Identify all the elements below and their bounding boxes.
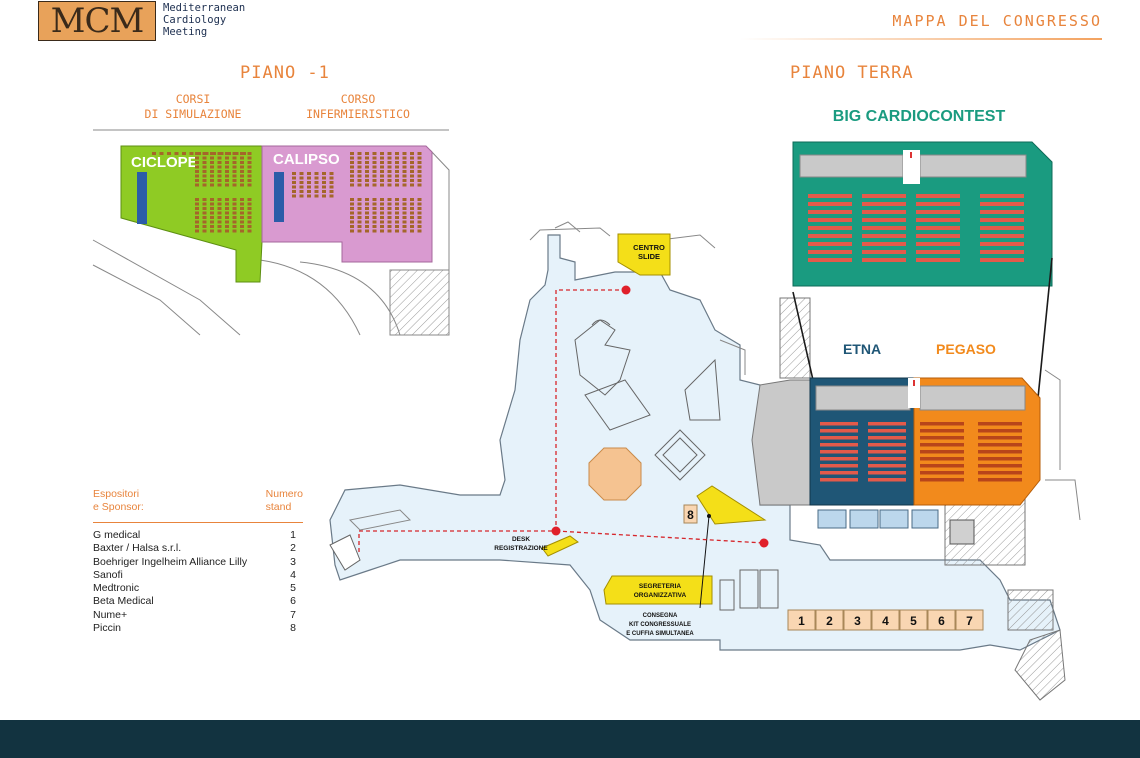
legend-sponsor-name: Baxter / Halsa s.r.l.: [93, 542, 182, 555]
legend-stand-number: 8: [290, 622, 296, 635]
segreteria-label-1: SEGRETERIA: [639, 583, 682, 590]
legend-row: Boehriger Ingelheim Alliance Lilly 3: [93, 556, 303, 569]
room-big-cardiocontest-label: BIG CARDIOCONTEST: [833, 108, 1006, 125]
header-rule: [740, 38, 1102, 40]
stand-number: 2: [826, 614, 833, 628]
legend-sponsor-name: G medical: [93, 529, 141, 541]
stand-1[interactable]: 1: [787, 609, 816, 631]
legend-row: Piccin 8: [93, 622, 303, 635]
stand-2[interactable]: 2: [815, 609, 844, 631]
label-simulation-courses: CORSI DI SIMULAZIONE: [144, 92, 242, 121]
segreteria-label-2: ORGANIZZATIVA: [634, 592, 687, 599]
stand-number: 7: [966, 614, 973, 628]
logo-mark: MCM: [50, 1, 145, 41]
big-cardiocontest-seating: [808, 194, 1024, 262]
segreteria-organizzativa[interactable]: SEGRETERIA ORGANIZZATIVA: [603, 575, 713, 605]
legend-stand-number: 2: [290, 542, 296, 555]
desk-label-2: REGISTRAZIONE: [494, 545, 548, 552]
stand-number: 5: [910, 614, 917, 628]
route-dots: [551, 285, 769, 548]
centro-slide-label-2: SLIDE: [638, 252, 660, 261]
stand-number: 4: [882, 614, 889, 628]
floor-title-lower: PIANO -1: [240, 63, 330, 83]
desk-label-1: DESK: [512, 536, 530, 543]
ciclope-stage: [137, 172, 147, 224]
zoom-line-right: [1037, 257, 1053, 399]
entrance-doors: [817, 509, 939, 529]
centro-slide-area[interactable]: CENTRO SLIDE: [617, 233, 671, 276]
stand-number: 1: [798, 614, 805, 628]
legend-sponsor-name: Nume+: [93, 608, 128, 621]
consegna-label-3: E CUFFIA SIMULTANEA: [626, 631, 694, 637]
legend-row: Baxter / Halsa s.r.l. 2: [93, 542, 303, 555]
room-ciclope[interactable]: CICLOPE: [120, 145, 263, 283]
etna-seating: [820, 422, 906, 482]
legend-row: Beta Medical 6: [93, 595, 303, 608]
stand-3[interactable]: 3: [843, 609, 872, 631]
stand-number: 6: [938, 614, 945, 628]
ciclope-seating: [152, 152, 252, 233]
kit-pointer-line: [699, 515, 710, 609]
room-pegaso-label: PEGASO: [936, 341, 996, 357]
stands-row: 1 2 3 4 5 6 7: [787, 609, 984, 631]
legend-sponsor-name: Sanofi: [93, 568, 123, 581]
legend-stand-number: 5: [290, 582, 296, 595]
legend-header-stand: Numero stand: [265, 488, 303, 513]
stand-8-number: 8: [687, 508, 694, 522]
stand-5[interactable]: 5: [899, 609, 928, 631]
legend-stand-number: 1: [290, 529, 296, 541]
floor-title-ground: PIANO TERRA: [790, 63, 914, 83]
legend-row: Sanofi 4: [93, 569, 303, 582]
legend-stand-number: 7: [290, 608, 296, 621]
room-calipso-label: CALIPSO: [273, 151, 340, 168]
room-calipso[interactable]: CALIPSO: [261, 145, 433, 263]
legend-header: Espositori e Sponsor: Numero stand: [93, 488, 303, 523]
legend-row: Medtronic 5: [93, 582, 303, 595]
stand-number: 3: [854, 614, 861, 628]
ground-floor-plan: [329, 221, 1081, 701]
page-title: MAPPA DEL CONGRESSO: [892, 12, 1102, 30]
label-nursing-course: CORSO INFERMIERISTICO: [306, 92, 410, 121]
room-pegaso[interactable]: [908, 377, 1041, 506]
pegaso-seating: [920, 422, 1022, 482]
legend-header-sponsors: Espositori e Sponsor:: [93, 488, 144, 513]
legend-stand-number: 4: [290, 568, 296, 581]
legend-sponsor-name: Medtronic: [93, 582, 140, 595]
logo-text: Mediterranean Cardiology Meeting: [163, 2, 246, 38]
legend-row: Nume+ 7: [93, 609, 303, 622]
congress-map: CICLOPE CALIPSO: [92, 108, 1081, 701]
centro-slide-label-1: CENTRO: [633, 243, 665, 252]
exhibitor-legend: Espositori e Sponsor: Numero stand G med…: [93, 488, 303, 635]
legend-stand-number: 3: [290, 555, 296, 568]
calipso-seating: [292, 152, 422, 233]
consegna-kit: CONSEGNA KIT CONGRESSUALE E CUFFIA SIMUL…: [626, 613, 694, 637]
stand-4[interactable]: 4: [871, 609, 900, 631]
consegna-label-1: CONSEGNA: [643, 613, 678, 619]
stand-8-area[interactable]: 8: [683, 485, 767, 609]
desk-registrazione[interactable]: DESK REGISTRAZIONE: [494, 535, 579, 557]
room-etna-label: ETNA: [843, 341, 881, 357]
legend-sponsor-name: Boehriger Ingelheim Alliance Lilly: [93, 555, 248, 568]
room-big-cardiocontest[interactable]: [792, 141, 1053, 287]
room-etna[interactable]: [809, 377, 915, 506]
calipso-stage: [274, 172, 284, 222]
legend-row: G medical 1: [93, 529, 303, 542]
legend-sponsor-name: Beta Medical: [93, 595, 154, 608]
zoom-line-left: [792, 291, 814, 381]
mcm-logo: MCM: [38, 1, 156, 41]
stand-7[interactable]: 7: [955, 609, 984, 631]
legend-stand-number: 6: [290, 595, 296, 608]
legend-sponsor-name: Piccin: [93, 622, 122, 635]
stand-6[interactable]: 6: [927, 609, 956, 631]
room-ciclope-label: CICLOPE: [131, 154, 198, 171]
consegna-label-2: KIT CONGRESSUALE: [629, 622, 691, 628]
footer-bar: [0, 720, 1140, 758]
